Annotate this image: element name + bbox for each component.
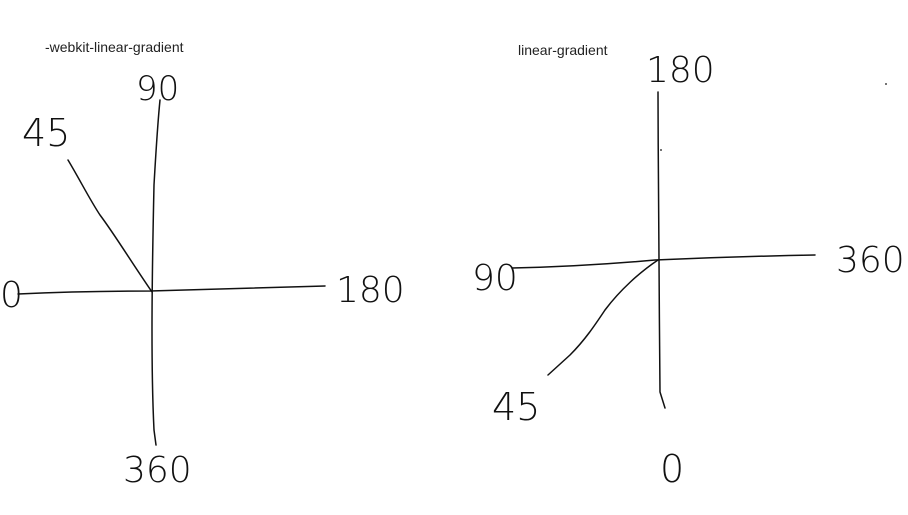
webkit-diagram: -webkit-linear-gradient 90 45 0 180 360 <box>0 39 405 491</box>
webkit-diagram-title: -webkit-linear-gradient <box>45 39 184 55</box>
stray-dot <box>660 149 662 151</box>
webkit-diagonal-line <box>67 159 153 293</box>
standard-label-diagonal: 45 <box>492 385 540 429</box>
webkit-horizontal-axis <box>17 285 326 295</box>
webkit-label-diagonal: 45 <box>22 111 70 155</box>
webkit-label-right: 180 <box>336 270 405 311</box>
standard-diagonal-line <box>547 259 659 376</box>
standard-label-left: 90 <box>472 258 518 299</box>
standard-horizontal-axis <box>511 254 816 269</box>
standard-label-right: 360 <box>836 240 905 281</box>
webkit-label-top: 90 <box>136 69 179 109</box>
webkit-label-bottom: 360 <box>123 450 192 491</box>
standard-vertical-axis <box>657 91 666 409</box>
standard-label-bottom: 0 <box>660 447 684 491</box>
webkit-vertical-axis <box>151 99 161 446</box>
standard-diagram-title: linear-gradient <box>518 42 608 58</box>
standard-label-top: 180 <box>646 50 715 91</box>
stray-dot <box>885 83 887 85</box>
webkit-label-left: 0 <box>0 275 23 316</box>
standard-diagram: linear-gradient 180 90 360 45 0 <box>472 42 905 491</box>
